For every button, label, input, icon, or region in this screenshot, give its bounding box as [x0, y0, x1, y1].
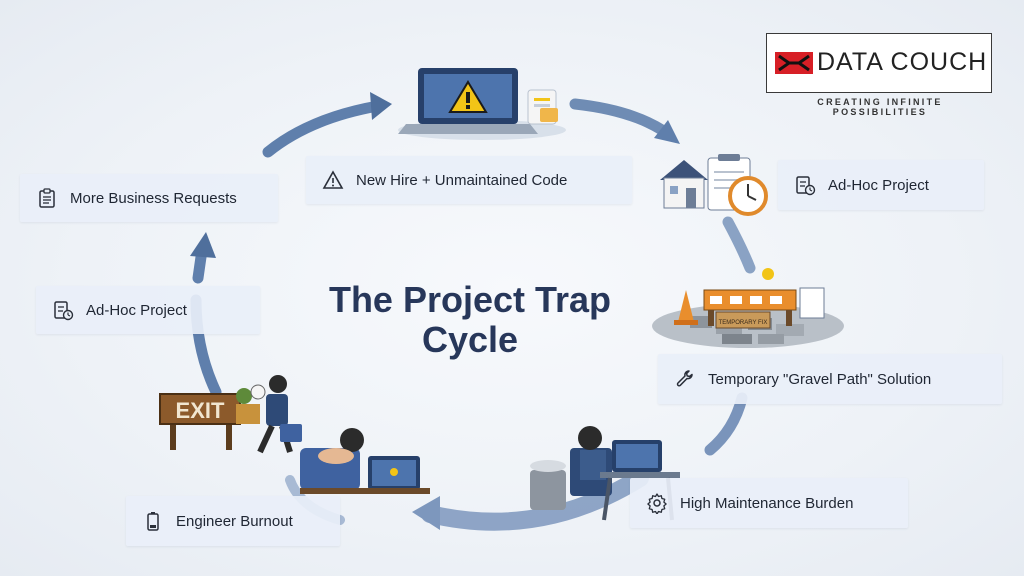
- temporary-fix-sign-text: TEMPORARY FIX: [719, 320, 768, 326]
- house-clock-illustration: [660, 154, 768, 216]
- gravel-roadblock-illustration: TEMPORARY FIX: [652, 268, 844, 348]
- gear-icon: [646, 492, 668, 514]
- step-new-hire: New Hire + Unmaintained Code: [306, 156, 632, 204]
- step-label: Engineer Burnout: [176, 512, 293, 530]
- step-label: High Maintenance Burden: [680, 494, 854, 512]
- step-ad-hoc-project-right: Ad-Hoc Project: [778, 160, 984, 210]
- checklist-clock-icon: [52, 299, 74, 321]
- title-line-1: The Project Trap: [328, 279, 612, 320]
- step-label: Temporary "Gravel Path" Solution: [708, 370, 932, 388]
- checklist-clock-icon: [794, 174, 816, 196]
- wrench-icon: [674, 368, 696, 390]
- logo-brand-left: DATA: [817, 48, 883, 76]
- cycle-arrow-top-right: [569, 98, 680, 144]
- step-more-business-requests: More Business Requests: [20, 174, 278, 222]
- warning-icon: [322, 169, 344, 191]
- title-line-2: Cycle: [421, 319, 519, 360]
- step-label: New Hire + Unmaintained Code: [356, 171, 568, 189]
- datacouch-mark-icon: [775, 52, 813, 74]
- laptop-warning-illustration: [398, 68, 566, 140]
- step-gravel-path: Temporary "Gravel Path" Solution: [658, 354, 1002, 404]
- logo-brand-right: COUCH: [890, 48, 988, 76]
- step-label: Ad-Hoc Project: [86, 301, 187, 319]
- cycle-arrow-right-lower: [704, 392, 748, 456]
- cycle-arrow-top-left: [262, 92, 392, 158]
- cycle-arrow-right-upper: [722, 216, 756, 274]
- battery-low-icon: [142, 510, 164, 532]
- logo-brand: DATA COUCH: [817, 48, 987, 77]
- step-high-maintenance: High Maintenance Burden: [630, 478, 908, 528]
- step-label: More Business Requests: [70, 189, 237, 207]
- exit-sign-text: EXIT: [176, 398, 225, 423]
- datacouch-logo: DATA COUCH: [766, 33, 992, 93]
- burned-out-engineer-illustration: [300, 428, 430, 494]
- logo-tagline: CREATING INFINITE POSSIBILITIES: [817, 97, 943, 117]
- diagram-title: The Project Trap Cycle: [300, 280, 640, 360]
- step-engineer-burnout: Engineer Burnout: [126, 496, 340, 546]
- step-ad-hoc-project-left: Ad-Hoc Project: [36, 286, 260, 334]
- exit-sign-illustration: EXIT: [159, 375, 302, 454]
- step-label: Ad-Hoc Project: [828, 176, 929, 194]
- clipboard-icon: [36, 187, 58, 209]
